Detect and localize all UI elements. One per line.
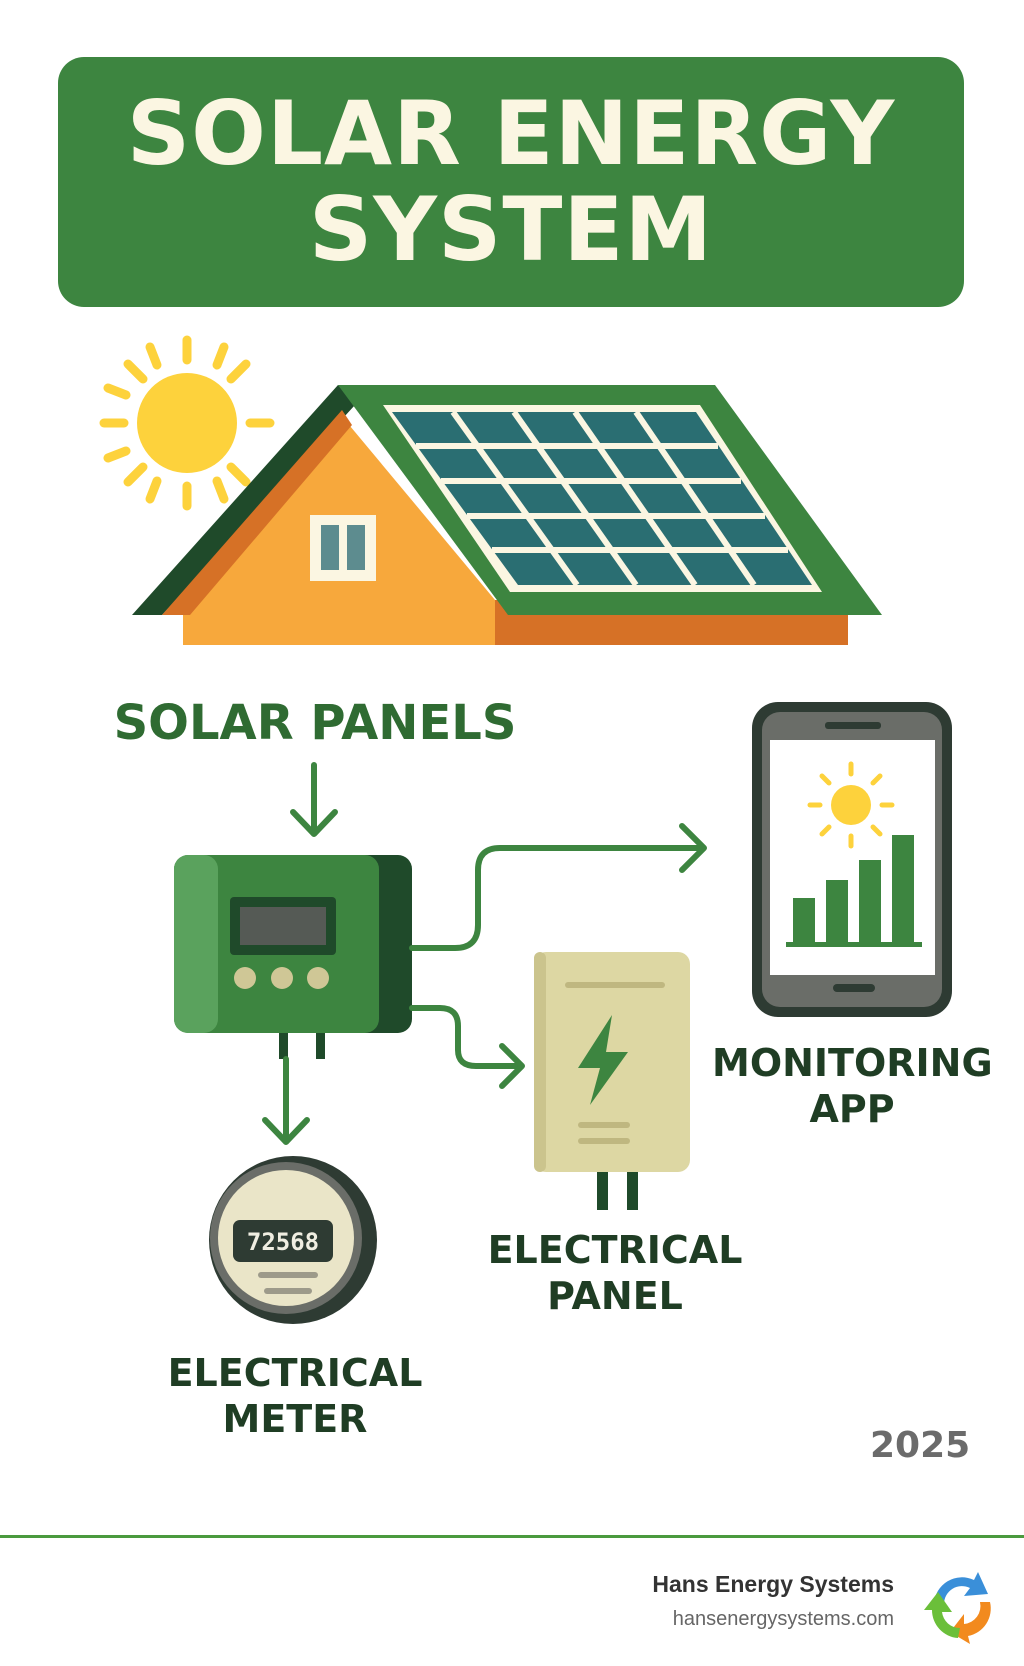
label-electrical-meter: ELECTRICAL METER (150, 1350, 440, 1442)
arrow-solar-to-inverter (290, 762, 338, 837)
sun-icon (807, 761, 895, 849)
label-monitoring-app-line2: APP (809, 1087, 895, 1131)
label-electrical-panel: ELECTRICAL PANEL (470, 1227, 760, 1319)
title-line-2: SYSTEM (308, 178, 714, 281)
electric-meter-icon: 72568 (209, 1156, 377, 1324)
smartphone-icon (752, 702, 952, 1017)
footer-divider (0, 1535, 1024, 1538)
title-banner: SOLAR ENERGY SYSTEM (58, 57, 964, 307)
inverter-icon (174, 855, 412, 1059)
label-electrical-panel-line1: ELECTRICAL (487, 1228, 743, 1272)
sun-icon (99, 335, 275, 511)
label-monitoring-app: MONITORING APP (712, 1040, 993, 1132)
arrow-inverter-to-meter (262, 1056, 310, 1145)
title-line-1: SOLAR ENERGY (126, 82, 896, 185)
company-name: Hans Energy Systems (652, 1571, 894, 1597)
meter-reading: 72568 (247, 1228, 319, 1256)
arrow-inverter-to-panel (409, 1005, 525, 1089)
label-solar-panels: SOLAR PANELS (100, 699, 530, 747)
label-monitoring-app-line1: MONITORING (712, 1041, 993, 1085)
year-label: 2025 (870, 1425, 971, 1466)
label-electrical-meter-line2: METER (222, 1397, 368, 1441)
label-electrical-meter-line1: ELECTRICAL (167, 1351, 423, 1395)
company-url: hansenergysystems.com (672, 1608, 894, 1630)
lightning-bolt-icon (578, 1015, 628, 1105)
electrical-panel-icon (534, 952, 690, 1210)
bar-chart-icon (786, 835, 922, 947)
recycle-logo-icon (924, 1572, 991, 1644)
solar-panel-icon (383, 405, 822, 592)
arrow-inverter-to-app (409, 823, 707, 951)
label-solar-panels-text: SOLAR PANELS (113, 695, 517, 751)
label-electrical-panel-line2: PANEL (547, 1274, 683, 1318)
